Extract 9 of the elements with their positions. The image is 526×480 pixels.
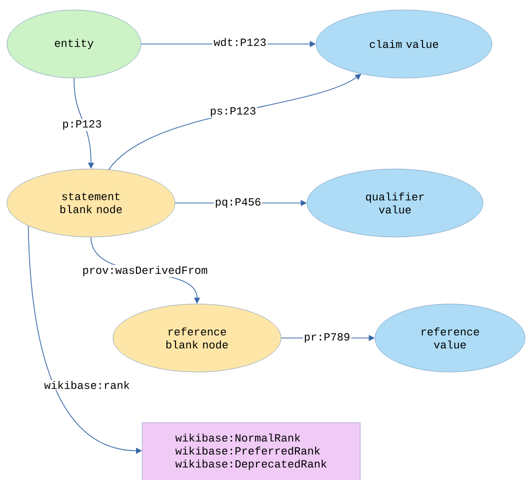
arrow (28, 225, 142, 454)
rank-list-box: wikibase:NormalRank wikibase:PreferredRank wikibase:DeprecatedRank (142, 422, 360, 480)
edge-label: p:P123 (61, 119, 103, 131)
edge-label: wikibase:rank (43, 380, 131, 390)
edge-label: pq:P456 (214, 197, 262, 209)
edge-label: wdt:P123 (212, 36, 268, 48)
edge-label: ps:P123 (208, 106, 258, 118)
edge-label: prov:wasDerivedFrom (81, 264, 209, 278)
edge-label: pr:P789 (302, 332, 352, 344)
